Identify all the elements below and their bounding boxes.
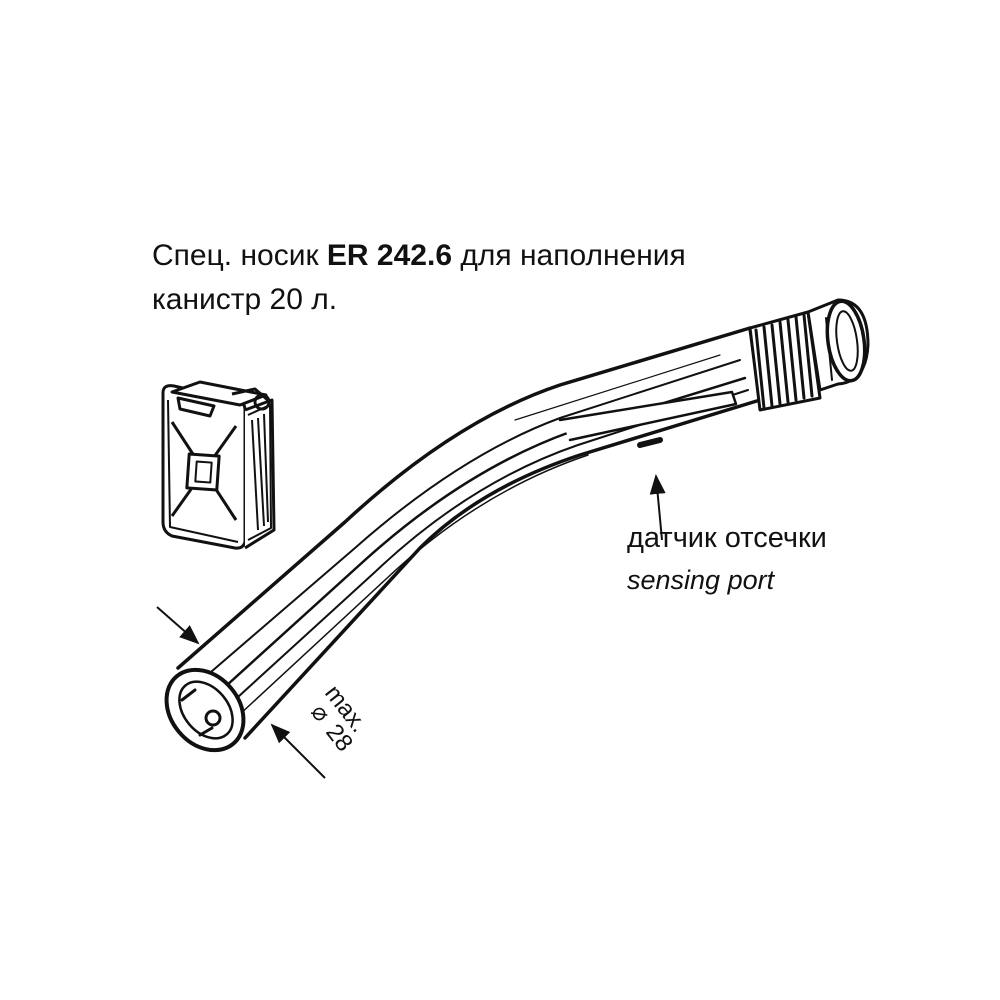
caption-line-1: Спец. носик ER 242.6 для наполнения <box>152 234 686 278</box>
jerry-can-icon <box>161 380 276 550</box>
sensor-label-ru: датчик отсечки <box>627 522 827 554</box>
caption-prefix: Спец. носик <box>152 239 327 272</box>
sensor-pointer-arrow <box>649 474 666 541</box>
dimension-arrow-lower <box>270 723 326 779</box>
caption-suffix: для наполнения <box>452 239 686 272</box>
dimension-arrow-upper <box>156 606 200 645</box>
sensor-label-en: sensing port <box>627 565 775 595</box>
caption-line-2: канистр 20 л. <box>152 283 338 316</box>
diameter-symbol: ⌀ <box>305 699 335 727</box>
nozzle-tube <box>164 298 870 753</box>
model-number: ER 242.6 <box>326 239 453 272</box>
caption-title: Спец. носик ER 242.6 для наполнения кани… <box>152 234 686 322</box>
dimension-arrows <box>156 474 666 779</box>
